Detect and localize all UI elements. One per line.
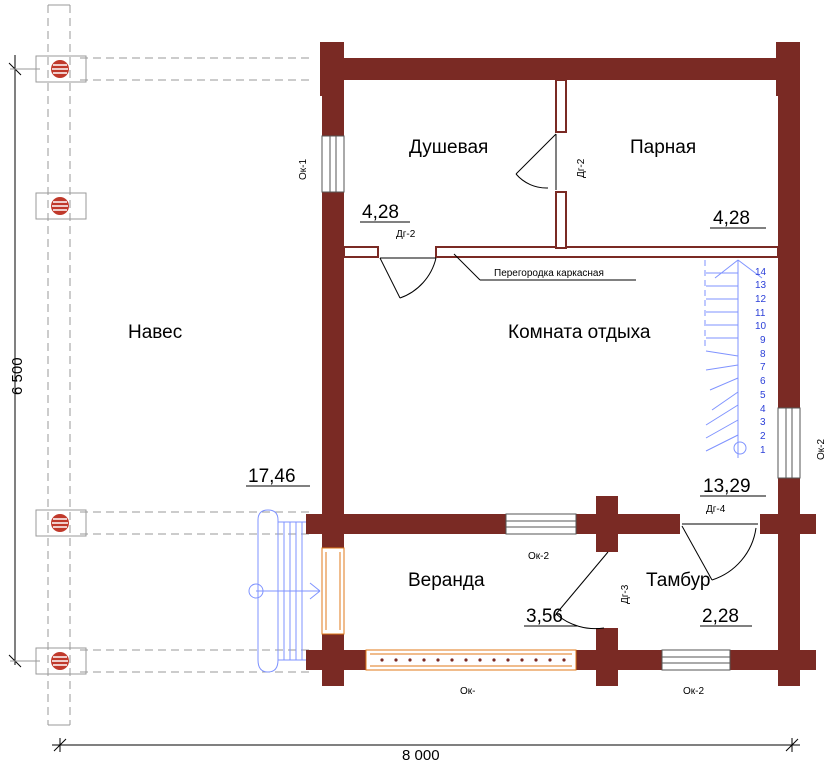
veranda-railing xyxy=(321,547,577,671)
stair-step: 13 xyxy=(755,280,767,291)
post-3 xyxy=(51,514,69,532)
door-dg4 xyxy=(681,523,758,581)
stair-step: 3 xyxy=(760,417,766,428)
windows xyxy=(321,135,801,671)
canopy-structure xyxy=(35,4,310,726)
door-tag-dg2-top: Дг-2 xyxy=(576,158,587,178)
stair-step: 4 xyxy=(760,404,766,415)
stair-step: 8 xyxy=(760,349,766,360)
dimension-vertical xyxy=(8,55,40,668)
door-tag-dg3: Дг-3 xyxy=(620,584,631,604)
door-dg3 xyxy=(555,551,609,630)
railing-balusters xyxy=(380,658,566,662)
area-underlines xyxy=(246,221,766,627)
door-tag-dg4: Дг-4 xyxy=(706,504,726,515)
room-area-shower: 4,28 xyxy=(362,202,399,223)
window-ok2-bottom xyxy=(661,649,731,671)
room-name-shower: Душевая xyxy=(409,137,488,158)
stair-step: 10 xyxy=(755,321,767,332)
window-ok2-mid xyxy=(505,513,577,535)
window-tag-ok-bottom: Ок- xyxy=(460,686,475,697)
room-area-steam: 4,28 xyxy=(713,208,750,229)
stair-step: 5 xyxy=(760,390,766,401)
window-ok2-right xyxy=(777,407,801,479)
door-dg2-top xyxy=(515,133,557,190)
doors xyxy=(379,133,758,630)
stair-step: 12 xyxy=(755,294,767,305)
room-area-vestibule: 2,28 xyxy=(702,606,739,627)
room-name-lounge: Комната отдыха xyxy=(508,322,651,343)
window-tag-ok1: Ок-1 xyxy=(298,159,309,180)
stair-step: 1 xyxy=(760,445,766,456)
staircase-interior xyxy=(704,259,763,458)
window-ok1 xyxy=(321,135,345,193)
door-dg2-bottom xyxy=(379,257,437,299)
door-tag-dg2-bottom: Дг-2 xyxy=(396,229,416,240)
partition-label: Перегородка каркасная xyxy=(494,268,604,279)
room-name-steam: Парная xyxy=(630,137,696,158)
room-name-canopy: Навес xyxy=(128,322,182,343)
window-tag-ok2-right: Ок-2 xyxy=(816,439,827,460)
room-area-veranda: 3,56 xyxy=(526,606,563,627)
stair-step: 6 xyxy=(760,376,766,387)
post-4 xyxy=(51,652,69,670)
stair-step: 9 xyxy=(760,335,766,346)
window-tag-ok2-mid: Ок-2 xyxy=(528,551,549,562)
staircase-entrance xyxy=(248,509,321,673)
stair-step: 11 xyxy=(755,308,766,319)
room-area-canopy: 17,46 xyxy=(248,466,296,487)
stair-step-numbers: 14 13 12 11 10 9 8 7 6 5 4 3 2 1 xyxy=(755,267,767,456)
dimension-width: 8 000 xyxy=(402,747,440,764)
room-name-veranda: Веранда xyxy=(408,570,485,591)
dimension-horizontal xyxy=(52,738,800,752)
post-1 xyxy=(51,60,69,78)
stair-step: 14 xyxy=(755,267,767,278)
window-tag-ok2-bottom: Ок-2 xyxy=(683,686,704,697)
room-name-vestibule: Тамбур xyxy=(646,570,711,591)
post-2 xyxy=(51,197,69,215)
stair-step: 7 xyxy=(760,362,766,373)
room-area-lounge: 13,29 xyxy=(703,476,751,497)
stair-step: 2 xyxy=(760,431,766,442)
partition-leader xyxy=(453,253,636,281)
walls xyxy=(306,42,816,686)
canopy-posts xyxy=(51,60,69,670)
dimension-height: 6 500 xyxy=(9,357,26,395)
